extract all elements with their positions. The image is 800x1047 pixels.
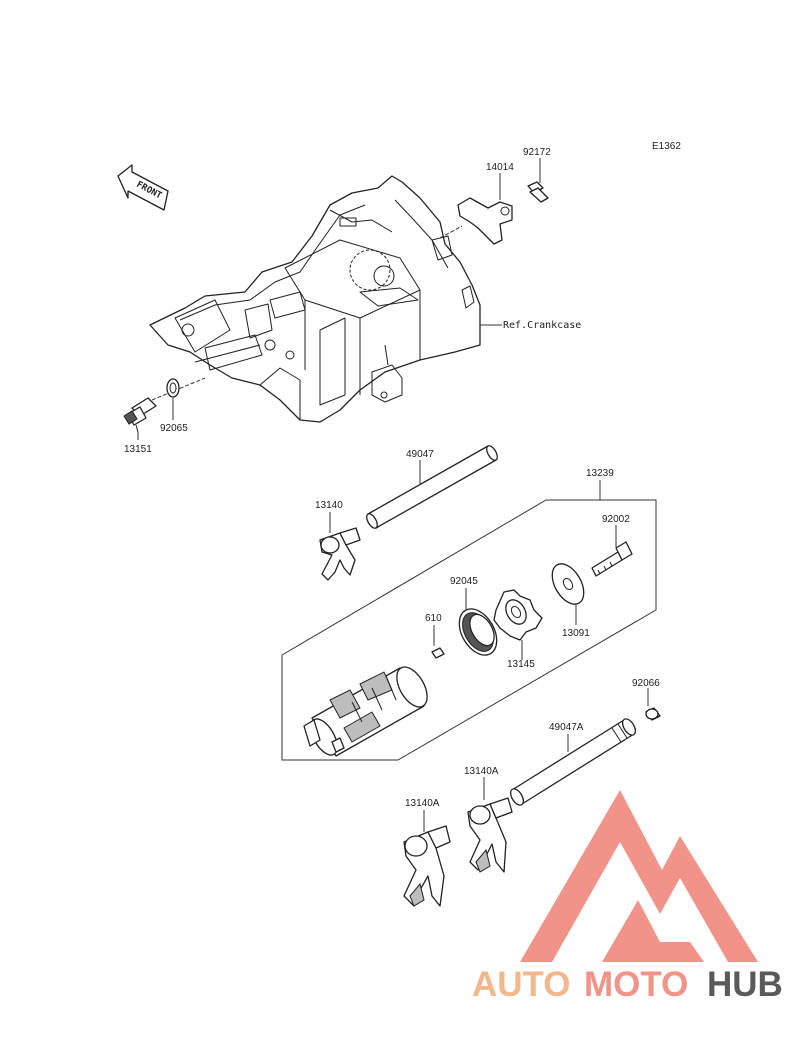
part-shift-drum xyxy=(303,666,428,757)
ref-crankcase-label: Ref.Crankcase xyxy=(503,320,581,331)
part-92002-label: 92002 xyxy=(602,514,630,525)
watermark-part3: HUB xyxy=(707,965,783,1004)
part-92066-cap xyxy=(645,707,661,721)
part-92066-label: 92066 xyxy=(632,678,660,689)
part-13140A-fork-right xyxy=(467,797,513,873)
part-13145-label: 13145 xyxy=(507,659,535,670)
part-49047-shaft xyxy=(366,445,498,529)
diagram-code: E1362 xyxy=(652,141,681,152)
part-13140-fork xyxy=(319,527,361,581)
automotohub-logo: AUTO MOTO HUB xyxy=(472,790,783,1004)
part-610-label: 610 xyxy=(425,613,442,624)
part-13145-cam xyxy=(493,589,543,641)
part-13091-label: 13091 xyxy=(562,628,590,639)
part-49047A-shaft xyxy=(509,718,637,806)
part-13140A-right-label: 13140A xyxy=(464,766,499,777)
part-49047-label: 49047 xyxy=(406,449,434,460)
part-13239-label: 13239 xyxy=(586,468,614,479)
part-13151-label: 13151 xyxy=(124,444,152,455)
crankcase-illustration xyxy=(149,175,481,423)
part-13140-label: 13140 xyxy=(315,500,343,511)
part-610-pin xyxy=(431,647,445,659)
assembly-group-box xyxy=(281,499,657,761)
part-92172-label: 92172 xyxy=(523,147,551,158)
part-13140A-left-label: 13140A xyxy=(405,798,440,809)
part-13091-disc xyxy=(551,563,585,605)
part-14014-label: 14014 xyxy=(486,162,514,173)
front-arrow-icon: FRONT xyxy=(117,164,169,211)
part-49047A-label: 49047A xyxy=(549,722,584,733)
part-13151-switch xyxy=(123,397,157,433)
part-92045-bearing xyxy=(458,608,498,656)
watermark-part2: MOTO xyxy=(584,965,688,1004)
part-13140A-fork-left xyxy=(403,825,451,907)
part-14014-plate xyxy=(457,197,513,245)
part-92065-washer xyxy=(166,378,180,398)
part-92172-bolt xyxy=(527,181,549,203)
watermark-part1: AUTO xyxy=(472,965,571,1004)
part-92065-label: 92065 xyxy=(160,423,188,434)
part-92045-label: 92045 xyxy=(450,576,478,587)
part-92002-bolt xyxy=(591,541,633,577)
